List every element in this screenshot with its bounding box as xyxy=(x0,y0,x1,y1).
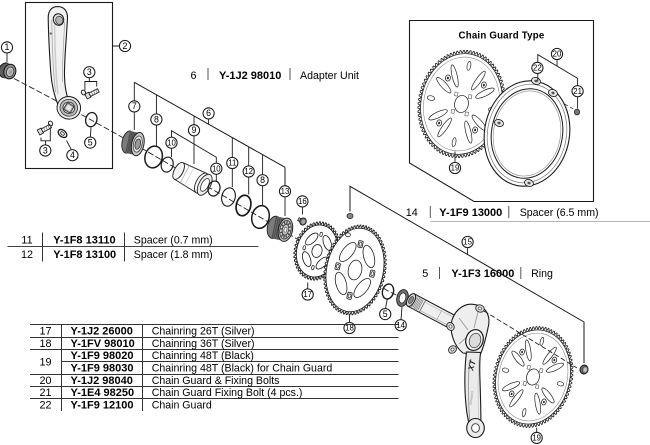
svg-text:12: 12 xyxy=(244,167,253,176)
svg-text:12: 12 xyxy=(21,249,33,261)
svg-text:Ring: Ring xyxy=(531,268,553,280)
svg-text:15: 15 xyxy=(463,238,472,247)
svg-text:7: 7 xyxy=(132,101,137,111)
svg-text:SHIMANO: SHIMANO xyxy=(469,390,475,405)
svg-text:Y-1F9 12100: Y-1F9 12100 xyxy=(71,400,134,412)
svg-text:19: 19 xyxy=(39,356,51,368)
svg-text:17: 17 xyxy=(303,290,312,299)
svg-text:Spacer (6.5 mm): Spacer (6.5 mm) xyxy=(520,207,599,219)
svg-text:6: 6 xyxy=(206,108,211,118)
svg-text:10: 10 xyxy=(212,164,221,173)
svg-text:9: 9 xyxy=(192,125,197,135)
svg-text:8: 8 xyxy=(260,175,265,185)
svg-text:8: 8 xyxy=(154,114,159,124)
svg-text:21: 21 xyxy=(573,87,582,96)
svg-text:5: 5 xyxy=(422,268,428,280)
svg-text:Y-1J2 26000: Y-1J2 26000 xyxy=(71,326,133,338)
svg-text:Y-1F9 98030: Y-1F9 98030 xyxy=(71,363,134,375)
svg-text:6: 6 xyxy=(190,70,196,82)
svg-text:Y-1F8 13110: Y-1F8 13110 xyxy=(53,234,115,246)
svg-text:22: 22 xyxy=(533,63,542,72)
svg-text:11: 11 xyxy=(21,234,32,246)
svg-text:Chainring 26T (Silver): Chainring 26T (Silver) xyxy=(152,326,255,338)
svg-text:Y-1F8 13100: Y-1F8 13100 xyxy=(53,249,116,261)
svg-text:Spacer (1.8 mm): Spacer (1.8 mm) xyxy=(134,249,213,261)
svg-text:11: 11 xyxy=(228,159,236,168)
svg-text:Y-1J2 98040: Y-1J2 98040 xyxy=(71,375,133,387)
svg-text:21: 21 xyxy=(39,387,51,399)
svg-text:Chain Guard Type: Chain Guard Type xyxy=(459,31,545,42)
svg-text:19: 19 xyxy=(532,433,541,442)
svg-text:5: 5 xyxy=(383,309,388,319)
svg-text:5: 5 xyxy=(88,137,93,147)
svg-text:4: 4 xyxy=(70,150,75,160)
svg-text:22: 22 xyxy=(39,400,51,412)
svg-text:Y-1E4 98250: Y-1E4 98250 xyxy=(71,387,135,399)
svg-text:Y-1F9 98020: Y-1F9 98020 xyxy=(71,350,134,362)
svg-text:18: 18 xyxy=(345,324,354,333)
svg-text:1: 1 xyxy=(5,42,10,52)
svg-text:19: 19 xyxy=(451,164,460,173)
svg-text:20: 20 xyxy=(39,375,51,387)
svg-text:2: 2 xyxy=(123,41,128,51)
svg-text:Chainring 48T (Black): Chainring 48T (Black) xyxy=(152,350,254,362)
svg-text:Chain Guard Fixing Bolt (4 pcs: Chain Guard Fixing Bolt (4 pcs.) xyxy=(152,387,303,399)
svg-text:18: 18 xyxy=(39,338,51,350)
svg-text:Chainring 48T (Black) for Chai: Chainring 48T (Black) for Chain Guard xyxy=(152,363,333,375)
svg-text:XT: XT xyxy=(466,358,478,372)
svg-text:13: 13 xyxy=(281,187,290,196)
svg-text:17: 17 xyxy=(39,326,51,338)
svg-text:Y-1J2 98010: Y-1J2 98010 xyxy=(219,70,281,82)
svg-text:Chain Guard & Fixing Bolts: Chain Guard & Fixing Bolts xyxy=(152,375,280,387)
svg-text:Chainring 36T (Silver): Chainring 36T (Silver) xyxy=(152,338,255,350)
svg-text:20: 20 xyxy=(553,50,562,59)
svg-text:14: 14 xyxy=(396,321,405,330)
svg-text:3: 3 xyxy=(87,67,92,77)
svg-text:Spacer (0.7 mm): Spacer (0.7 mm) xyxy=(134,234,213,246)
svg-text:3: 3 xyxy=(43,145,48,155)
svg-text:Chain Guard: Chain Guard xyxy=(152,400,212,412)
svg-text:Adapter Unit: Adapter Unit xyxy=(300,70,359,82)
svg-text:10: 10 xyxy=(167,138,176,147)
svg-text:Y-1F3 16000: Y-1F3 16000 xyxy=(451,268,514,280)
svg-text:Y-1F9 13000: Y-1F9 13000 xyxy=(439,207,502,219)
svg-text:14: 14 xyxy=(406,207,418,219)
svg-text:16: 16 xyxy=(298,197,307,206)
svg-text:Y-1FV 98010: Y-1FV 98010 xyxy=(71,338,135,350)
